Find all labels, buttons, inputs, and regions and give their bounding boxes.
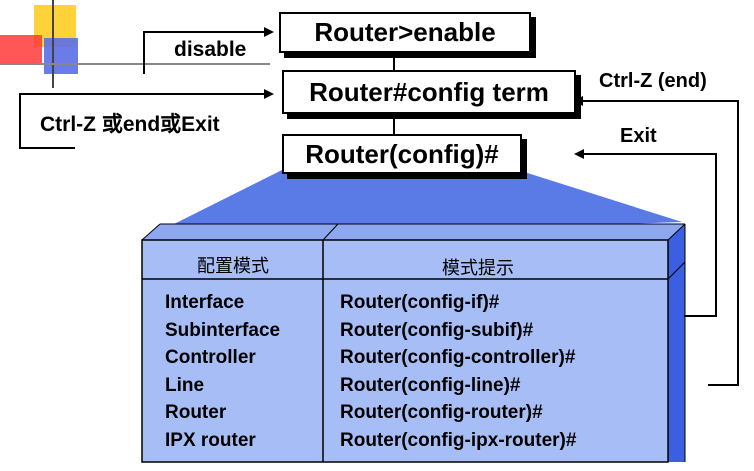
table-row-mode: Router [165, 402, 227, 423]
exit-left-arrow [19, 89, 274, 149]
table-header-mode: 配置模式 [197, 256, 269, 277]
deco-vertical-line [52, 0, 54, 88]
table-row-mode: Interface [165, 292, 245, 313]
enable-command-text: Router>enable [314, 17, 496, 47]
funnel-shape [142, 170, 682, 240]
config-term-command-box: Router#config term [282, 70, 576, 114]
exit-left-label: Ctrl-Z 或end或Exit [40, 113, 220, 136]
enable-command-box: Router>enable [279, 12, 531, 53]
table-right-face [668, 224, 685, 462]
table-row-mode: Subinterface [165, 319, 281, 341]
table-row-mode: IPX router [165, 429, 256, 451]
table-row-prompt: Router(config-ipx-router)# [340, 429, 577, 451]
config-term-command-text: Router#config term [309, 76, 549, 107]
table-row-prompt: Router(config-controller)# [340, 347, 576, 368]
table-row-prompt: Router(config-if)# [340, 292, 500, 313]
exit-right-arrow [574, 149, 717, 317]
ctrl-z-right-label: Ctrl-Z (end) [599, 70, 707, 92]
table-row-mode: Line [165, 374, 205, 396]
disable-arrow [143, 27, 274, 74]
deco-red-square [0, 35, 42, 65]
prompt-column: Router(config-if)# Router(config-subif)#… [340, 289, 576, 454]
mode-column: Interface Subinterface Controller Line R… [165, 289, 280, 454]
table-row-mode: Controller [165, 347, 256, 368]
deco-horizontal-line [0, 63, 270, 65]
table-row-prompt: Router(config-line)# [340, 374, 521, 396]
table-body [141, 239, 669, 463]
table-header-prompt: 模式提示 [442, 258, 514, 279]
table-row-prompt: Router(config-router)# [340, 402, 543, 423]
deco-blue-square [44, 38, 78, 74]
table-top-face [142, 224, 685, 240]
disable-label: disable [174, 38, 247, 61]
config-prompt-box: Router(config)# [282, 134, 522, 174]
table-row-prompt: Router(config-subif)# [340, 319, 534, 341]
exit-right-label: Exit [620, 125, 657, 147]
config-prompt-text: Router(config)# [305, 138, 499, 169]
